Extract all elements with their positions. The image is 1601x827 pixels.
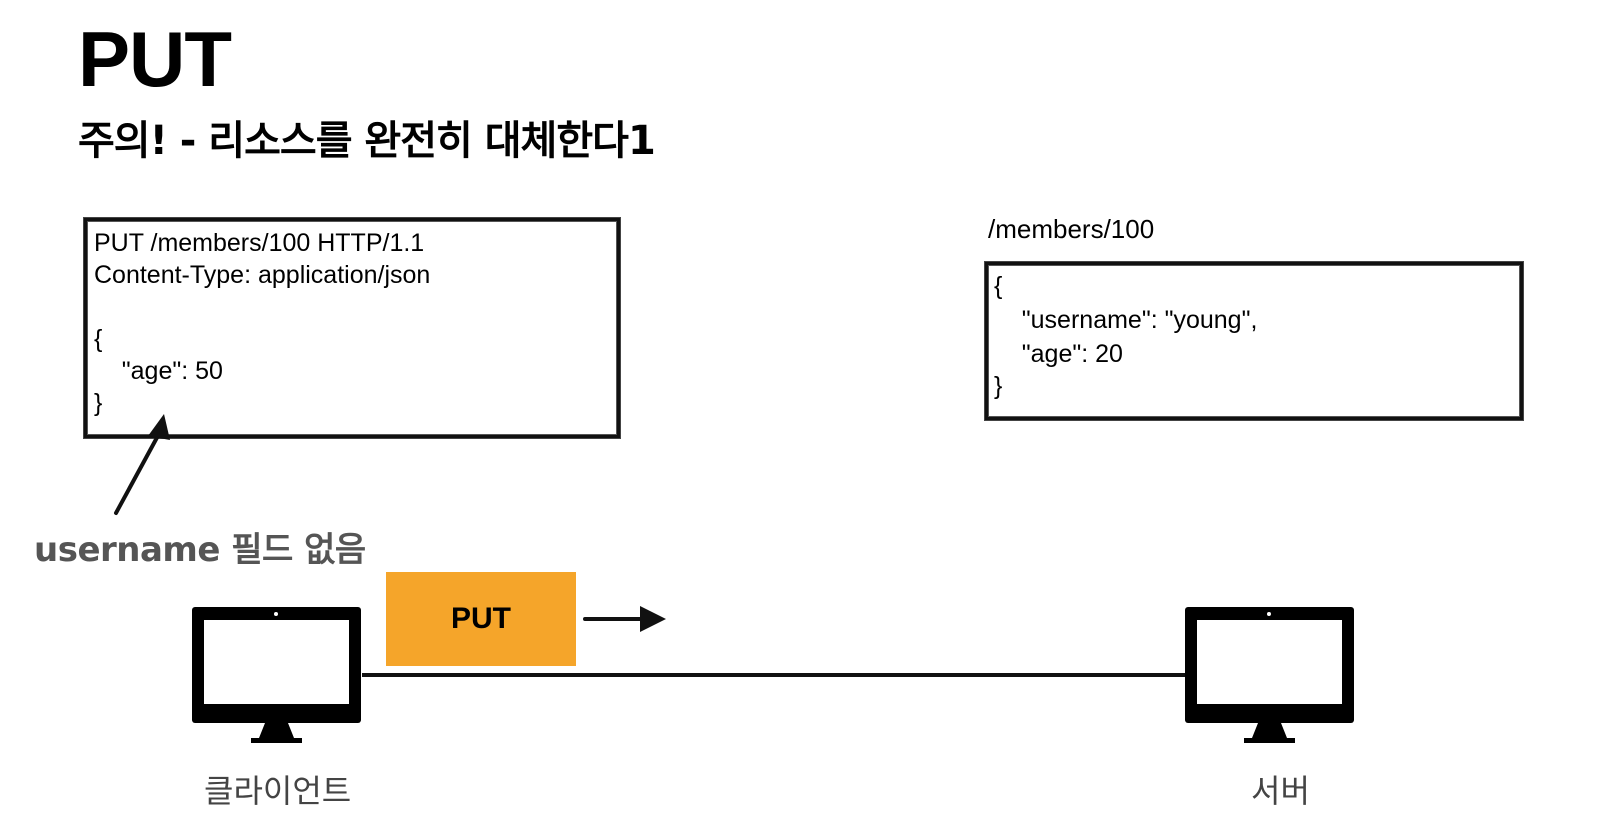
resource-username-line: "username": "young", xyxy=(994,306,1258,334)
missing-field-annotation: username 필드 없음 xyxy=(34,530,366,570)
server-monitor-icon xyxy=(1185,607,1354,743)
request-direction-arrow-icon xyxy=(583,606,666,632)
server-label: 서버 xyxy=(1251,772,1310,810)
resource-open-brace: { xyxy=(994,272,1003,300)
request-body-close-brace: } xyxy=(94,389,103,417)
request-line: PUT /members/100 HTTP/1.1 xyxy=(94,229,425,257)
method-badge-label: PUT xyxy=(451,602,511,635)
request-message-box xyxy=(84,218,620,438)
resource-close-brace: } xyxy=(994,372,1003,400)
resource-state-box xyxy=(985,262,1523,420)
client-label: 클라이언트 xyxy=(204,772,352,810)
request-header-line: Content-Type: application/json xyxy=(94,261,431,289)
request-body-age-line: "age": 50 xyxy=(94,357,223,385)
page-title: PUT xyxy=(78,15,232,103)
method-badge: PUT xyxy=(386,572,576,666)
page-subtitle: 주의! - 리소스를 완전히 대체한다1 xyxy=(78,118,656,164)
resource-path: /members/100 xyxy=(988,214,1155,244)
client-monitor-icon xyxy=(192,607,361,743)
request-body-open-brace: { xyxy=(94,325,103,353)
resource-age-line: "age": 20 xyxy=(994,340,1123,368)
annotation-arrow-icon xyxy=(114,414,170,515)
